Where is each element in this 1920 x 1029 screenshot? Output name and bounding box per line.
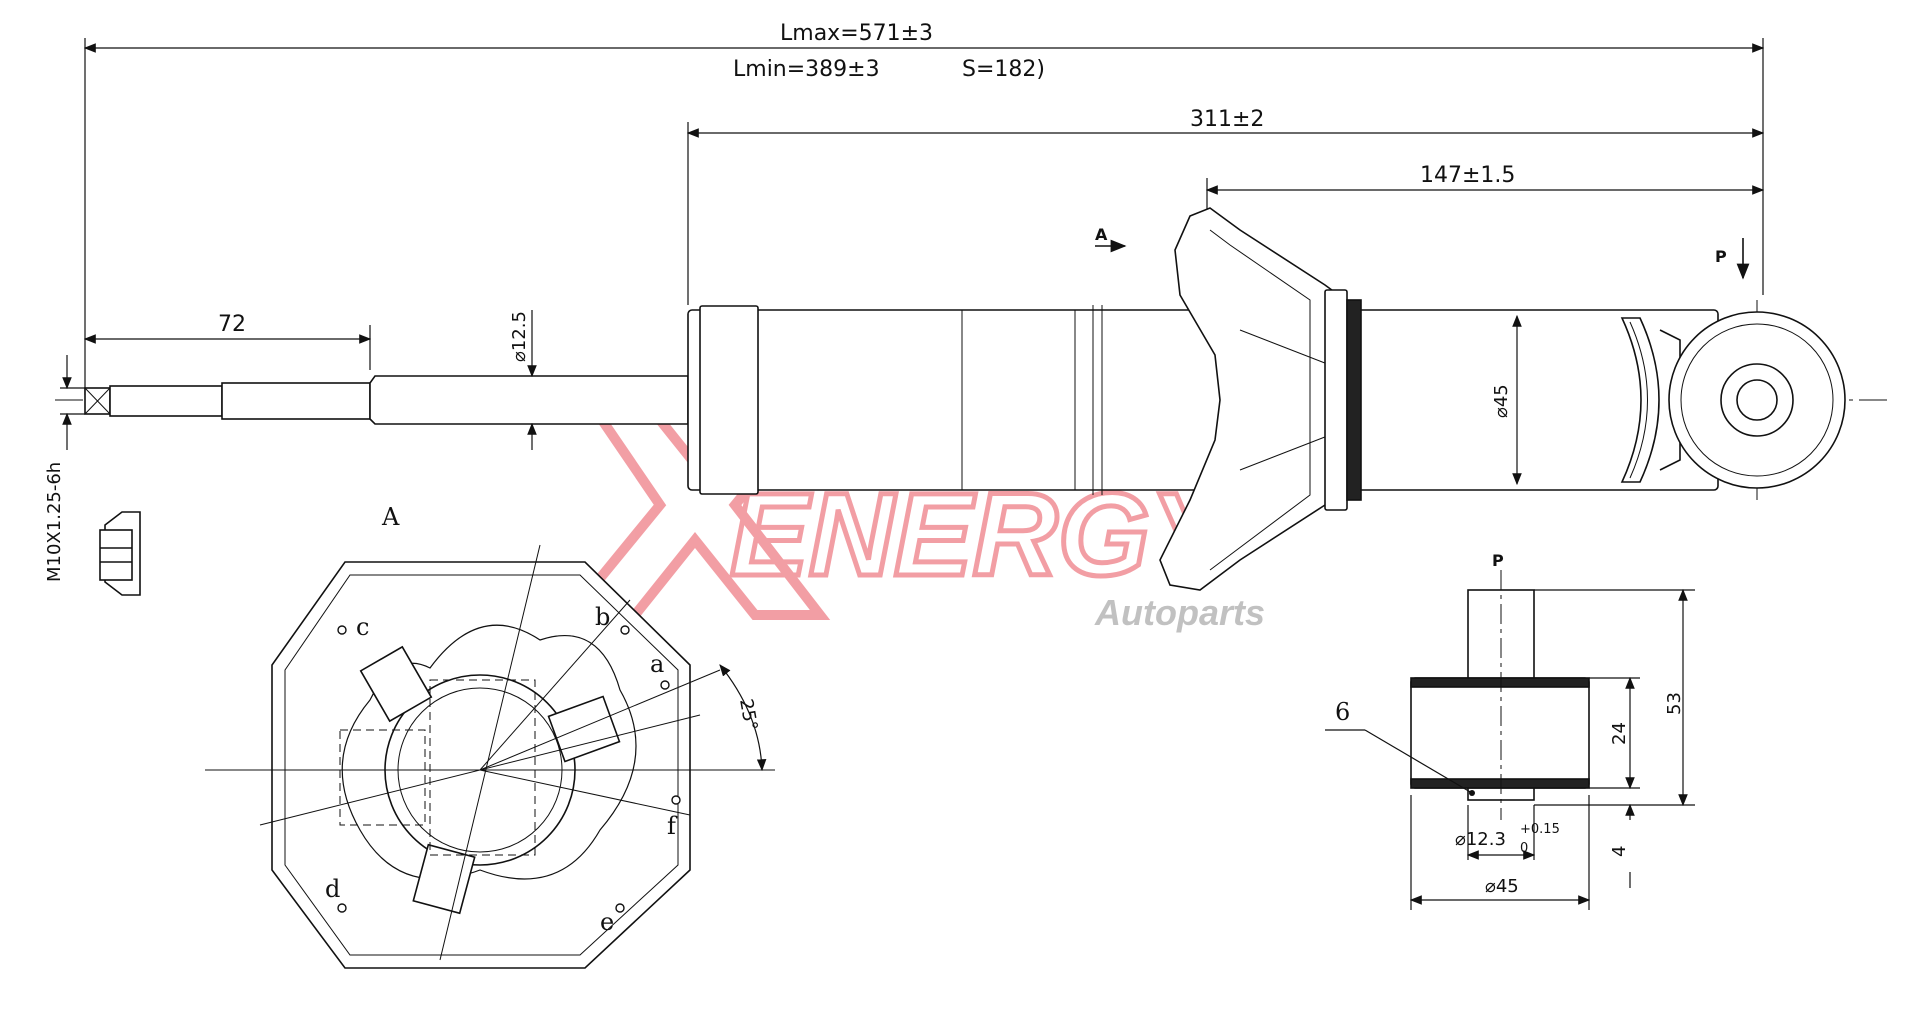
mount-point-c (337, 625, 347, 635)
mount-label-e: e (600, 908, 614, 936)
thread-spec-label: M10X1.25-6h (44, 462, 65, 582)
thread-length-label: 72 (218, 312, 246, 337)
mount-point-e (615, 903, 625, 913)
section-a-label: A (381, 503, 400, 531)
mount-point-a (660, 680, 670, 690)
bush-offset-label: 4 (1609, 846, 1630, 857)
rod-diameter-label: ⌀12.5 (509, 311, 530, 362)
bushing-detail (1410, 570, 1590, 820)
bush-height-body-label: 24 (1609, 722, 1630, 745)
section-angle-label: 25° (735, 697, 761, 732)
bush-tol-lower-label: 0 (1520, 841, 1528, 856)
part-number-label: 6 (1335, 698, 1350, 726)
section-a-view (205, 544, 775, 969)
mount-point-b (620, 625, 630, 635)
watermark-sub: Autoparts (1094, 592, 1265, 633)
top-dimensions (83, 38, 1765, 395)
view-arrow-a-label: A (1095, 225, 1108, 244)
bush-outer-diameter-label: ⌀45 (1485, 876, 1519, 897)
lmin-label: Lmin=389±3 (733, 57, 880, 82)
lmax-label: Lmax=571±3 (780, 21, 933, 46)
seat-to-eye-label: 147±1.5 (1420, 163, 1515, 188)
bushing-dims (1325, 588, 1695, 910)
mount-label-b: b (595, 603, 610, 631)
mount-label-d: d (325, 875, 340, 903)
spring-seat (1159, 207, 1362, 591)
stroke-label: S=182) (962, 57, 1045, 82)
bushing-leader-dot (1469, 790, 1475, 796)
tube-diameter-label: ⌀45 (1491, 384, 1512, 418)
body-to-eye-label: 311±2 (1190, 107, 1264, 132)
mount-label-a: a (650, 650, 664, 678)
mount-points (337, 625, 681, 913)
bush-height-total-label: 53 (1664, 692, 1685, 715)
bush-view-label: P (1492, 551, 1504, 570)
bush-tol-upper-label: +0.15 (1520, 822, 1560, 837)
eye-mount (1668, 311, 1846, 489)
piston-rod (84, 375, 689, 425)
bush-inner-diameter-label: ⌀12.3 (1455, 829, 1506, 850)
mount-point-d (337, 903, 347, 913)
mount-label-f: f (667, 812, 678, 840)
mount-label-c: c (356, 613, 369, 641)
nut-detail (99, 511, 141, 596)
view-arrow-p-label: P (1715, 247, 1727, 266)
thread-spec-dim (60, 355, 85, 450)
mount-point-f (671, 795, 681, 805)
